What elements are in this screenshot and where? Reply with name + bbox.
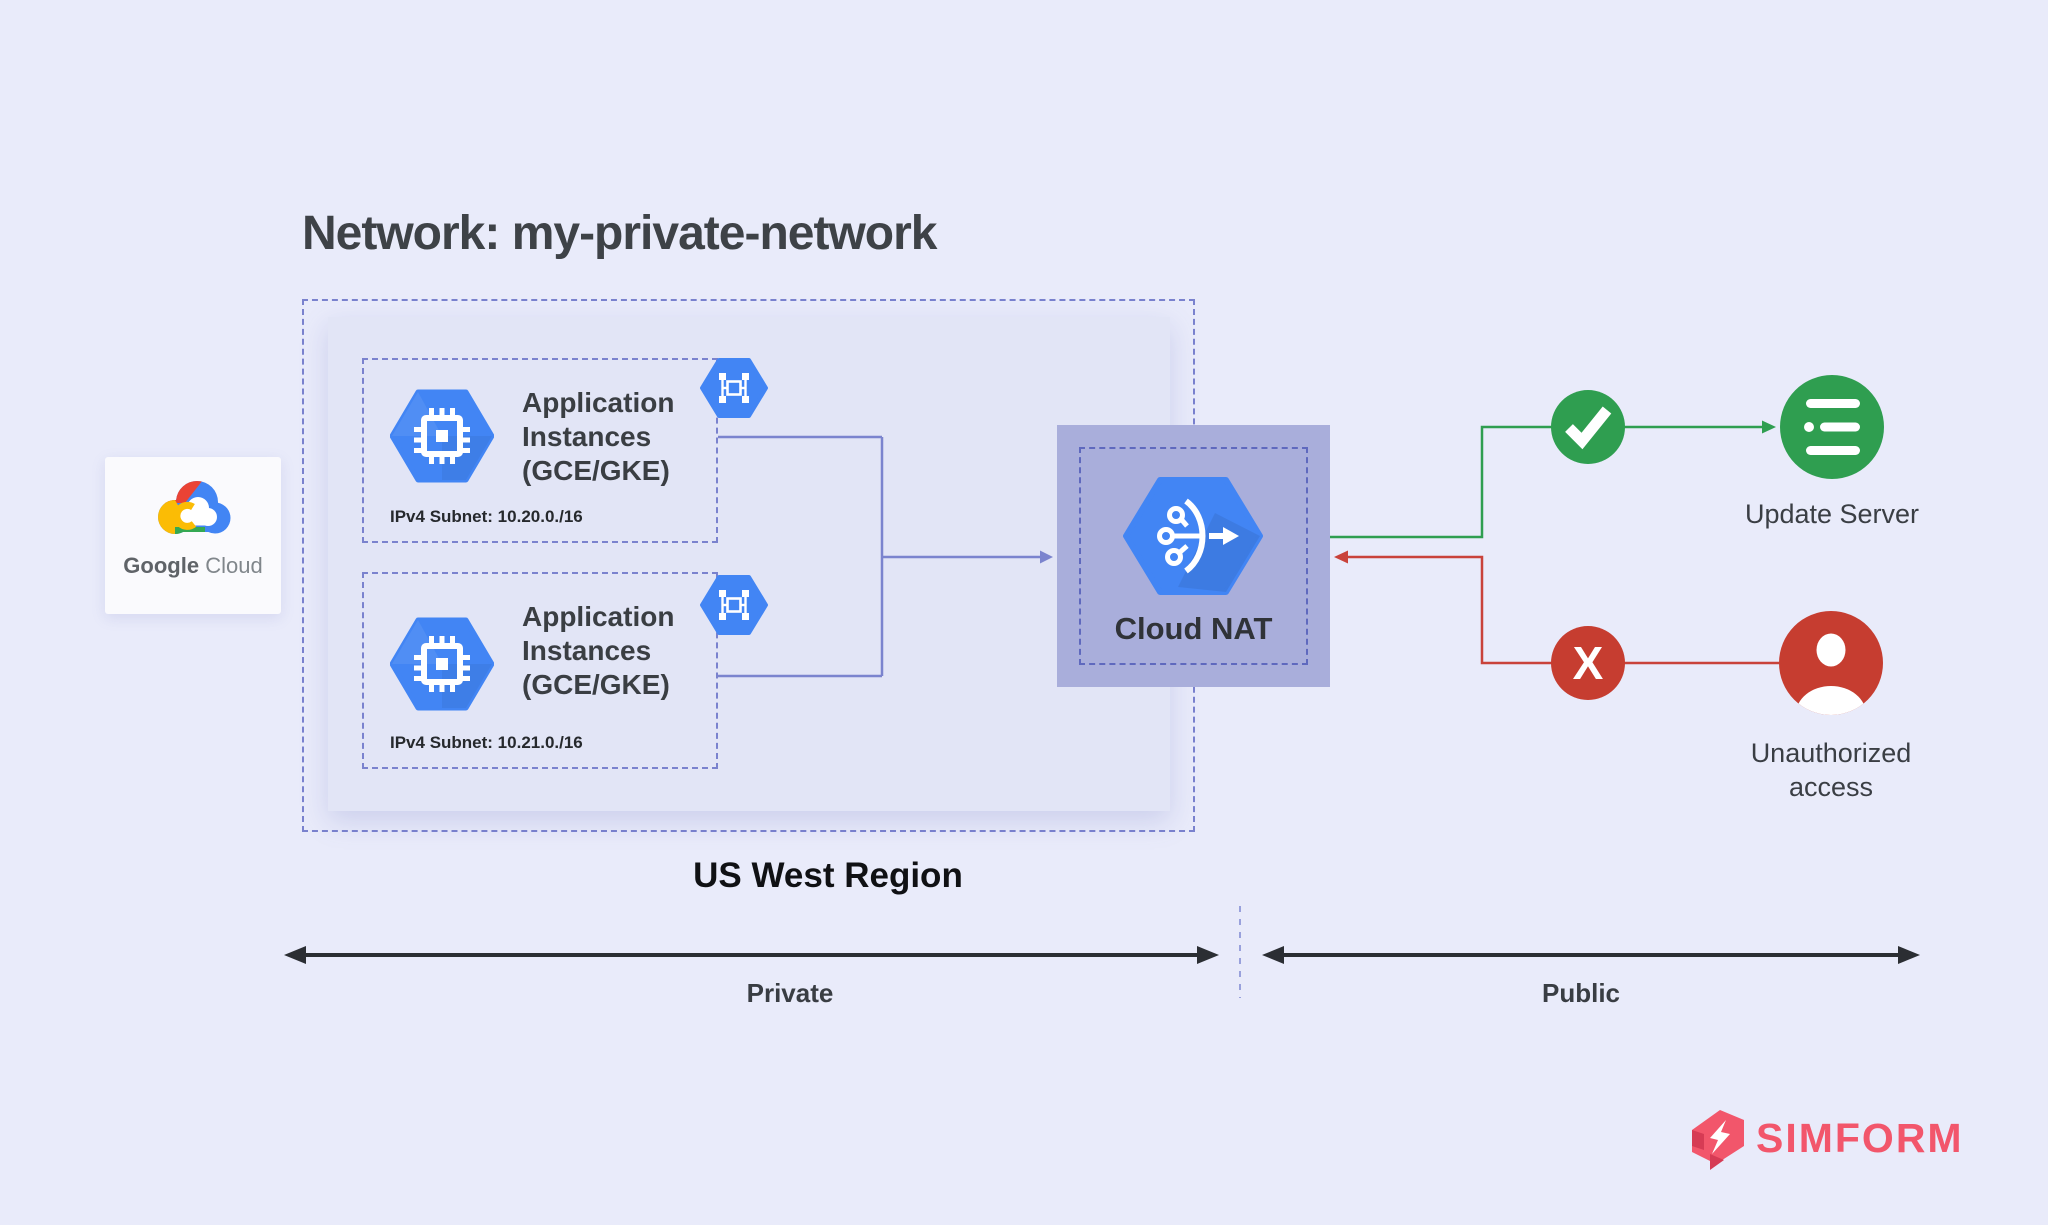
google-cloud-wordmark: Google Cloud <box>123 553 263 578</box>
cloud-nat-icon <box>1123 477 1263 595</box>
cloud-nat-box: Cloud NAT <box>1057 425 1330 687</box>
unauthorized-user-icon <box>1779 611 1883 715</box>
unauthorized-access-label: Unauthorized access <box>1750 738 1912 802</box>
blocked-x-icon: X <box>1551 626 1625 700</box>
private-arrow-left-head <box>284 946 306 964</box>
nat-inbound-arrowhead <box>1040 550 1053 564</box>
subnet-box-2: Application Instances (GCE/GKE) IPv4 Sub… <box>362 572 718 769</box>
simform-wordmark: SIMFORM <box>1756 1114 1964 1161</box>
public-zone-label: Public <box>1541 978 1620 1008</box>
google-cloud-card: Google Cloud <box>105 457 281 614</box>
subnet-2-title: Application Instances (GCE/GKE) <box>522 601 675 700</box>
allowed-check-icon <box>1551 390 1625 464</box>
region-label: US West Region <box>693 856 963 895</box>
public-arrow-left-head <box>1262 946 1284 964</box>
subnet-1-title: Application Instances (GCE/GKE) <box>522 387 675 486</box>
public-arrow-right-head <box>1898 946 1920 964</box>
network-badge-icon <box>700 358 768 418</box>
private-zone-label: Private <box>746 978 834 1008</box>
blocked-traffic-line <box>1344 555 1779 665</box>
update-server-label: Update Server <box>1744 499 1920 529</box>
private-arrow-right-head <box>1197 946 1219 964</box>
subnet-box-1: Application Instances (GCE/GKE) IPv4 Sub… <box>362 358 718 543</box>
blocked-arrowhead <box>1334 550 1348 564</box>
subnet-1-cidr: IPv4 Subnet: 10.20.0./16 <box>390 507 583 526</box>
allowed-traffic-line <box>1330 425 1764 539</box>
cloud-nat-dashed-border <box>1079 447 1308 665</box>
cloud-nat-label: Cloud NAT <box>1114 611 1273 646</box>
compute-instance-icon <box>390 617 494 711</box>
simform-logo-icon <box>1692 1110 1744 1170</box>
network-badge-icon <box>700 575 768 635</box>
allowed-arrowhead <box>1762 420 1776 434</box>
page-title: Network: my-private-network <box>302 207 937 260</box>
subnet-to-nat-connector <box>718 435 1041 678</box>
update-server-icon <box>1780 375 1884 479</box>
svg-text:X: X <box>1573 637 1604 689</box>
subnet-2-cidr: IPv4 Subnet: 10.21.0./16 <box>390 733 583 752</box>
brand-footer: SIMFORM <box>1690 1106 1964 1170</box>
compute-instance-icon <box>390 389 494 483</box>
google-cloud-logo-icon <box>158 481 231 534</box>
